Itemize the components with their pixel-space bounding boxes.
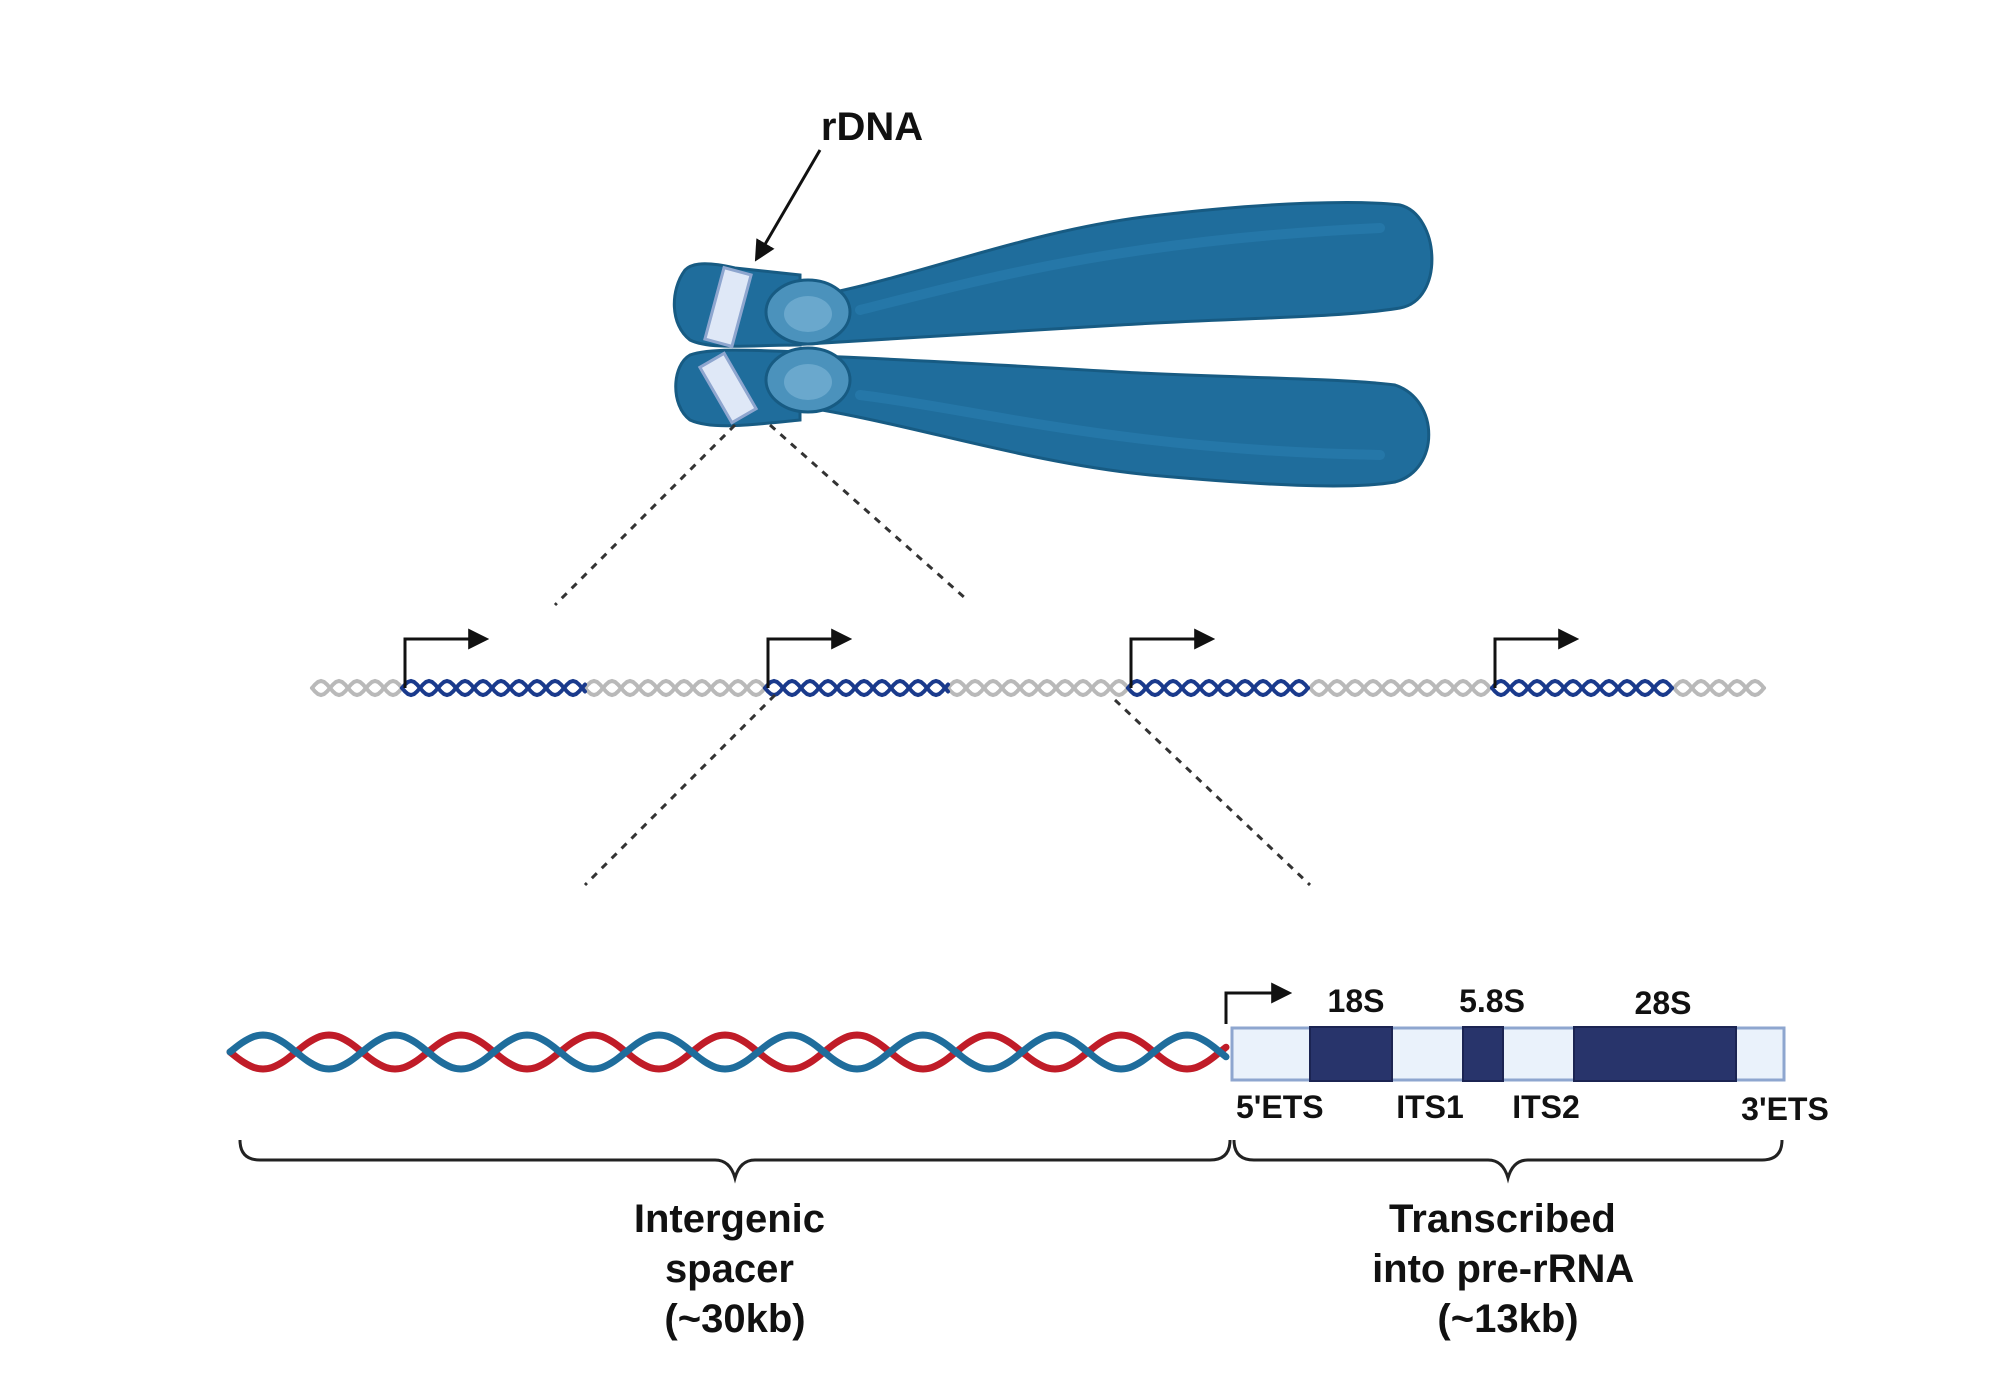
caption-spacer-line-1: Intergenic [634, 1197, 825, 1241]
label-28s: 28S [1635, 985, 1692, 1021]
block-18s [1309, 1026, 1393, 1082]
caption-spacer: Intergenic spacer (~30kb) [634, 1197, 836, 1341]
promoter-arrow-0 [403, 628, 490, 688]
zoom-line-left-lower [583, 693, 777, 887]
brace-transcribed [1232, 1139, 1784, 1184]
block-5-8s [1462, 1026, 1504, 1082]
block-28s [1573, 1026, 1737, 1082]
zoom-line-right-upper [769, 423, 966, 600]
gene-strand-a-0 [400, 678, 587, 698]
lower-chromatid-long-arm [788, 353, 1431, 488]
promoter-arrow-2 [1129, 628, 1216, 688]
rdna-pointer-arrow [754, 149, 822, 262]
label-18s: 18S [1328, 983, 1385, 1019]
gene-strand-b-2 [1126, 678, 1310, 698]
spacer-strand-blue [226, 1031, 1230, 1073]
caption-transcribed-line-1: Transcribed [1389, 1197, 1616, 1241]
spacer-strand-a-4 [1672, 678, 1766, 698]
label-3ets: 3'ETS [1741, 1091, 1829, 1127]
spacer-strand-b-3 [1308, 678, 1492, 698]
rdna-band-upper [703, 265, 753, 349]
gene-strand-b-0 [400, 678, 587, 698]
spacer-strand-b-1 [583, 678, 767, 698]
zoom-line-right-lower [1113, 698, 1312, 887]
caption-spacer-line-2: spacer [665, 1247, 794, 1291]
unit-promoter-arrow [1224, 982, 1293, 1024]
upper-chromatid-long-arm [788, 200, 1434, 347]
label-its1: ITS1 [1396, 1089, 1464, 1125]
rdna-label: rDNA [821, 105, 923, 149]
caption-transcribed: Transcribed into pre-rRNA (~13kb) [1372, 1197, 1644, 1341]
spacer-strand-b-2 [946, 678, 1130, 698]
brace-spacer [238, 1139, 1232, 1184]
gene-strand-b-3 [1490, 678, 1674, 698]
promoter-arrow-1 [766, 628, 853, 688]
caption-spacer-line-3: (~30kb) [664, 1297, 805, 1341]
intergenic-spacer-helix [226, 1031, 1230, 1073]
gene-strand-a-1 [763, 678, 950, 698]
label-its2: ITS2 [1512, 1089, 1580, 1125]
spacer-strand-b-0 [310, 678, 404, 698]
caption-transcribed-line-2: into pre-rRNA [1372, 1247, 1633, 1291]
gene-strand-b-1 [763, 678, 950, 698]
chromosome [672, 200, 1434, 488]
spacer-strand-a-0 [310, 678, 404, 698]
label-5-8s: 5.8S [1459, 983, 1525, 1019]
zoom-line-left-upper [553, 423, 737, 607]
rdna-band-lower [697, 351, 759, 425]
promoter-arrow-3 [1493, 628, 1580, 688]
spacer-strand-b-4 [1672, 678, 1766, 698]
spacer-strand-red [226, 1031, 1230, 1073]
caption-transcribed-line-3: (~13kb) [1437, 1297, 1578, 1341]
pre-rrna-unit [1230, 1026, 1786, 1082]
label-5ets: 5'ETS [1236, 1089, 1324, 1125]
rdna-repeat-array [310, 628, 1766, 698]
